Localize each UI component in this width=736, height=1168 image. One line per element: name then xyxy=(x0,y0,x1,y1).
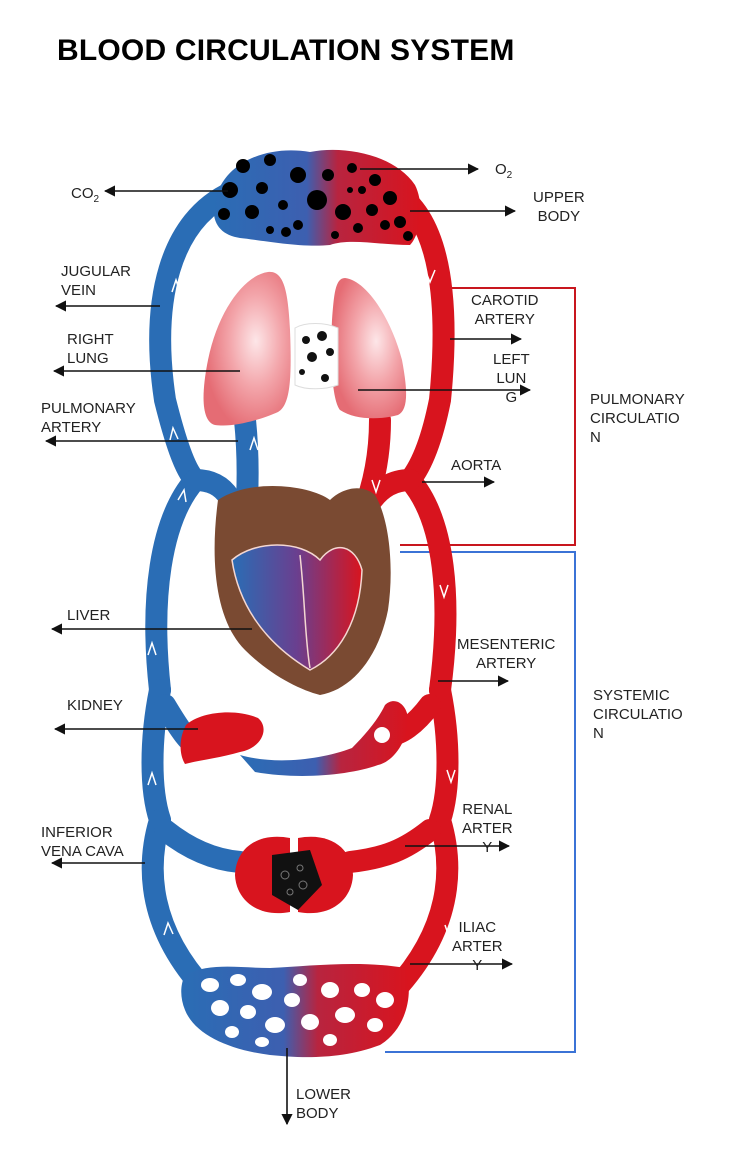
label-kidney: KIDNEY xyxy=(67,697,123,714)
heart-chambers xyxy=(231,544,363,671)
page-title: BLOOD CIRCULATION SYSTEM xyxy=(57,34,515,67)
pulmonary-bracket xyxy=(400,287,576,546)
label-mesenteric-artery: MESENTERIC ARTERY xyxy=(457,636,556,672)
label-lower-body: LOWER BODY xyxy=(296,1086,352,1122)
label-left-lung: LEFT LUN G xyxy=(493,351,530,406)
lower-capillary-holes xyxy=(201,974,394,1047)
label-right-lung: RIGHT LUNG xyxy=(67,331,114,367)
flow-arrows xyxy=(147,269,465,940)
kidneys xyxy=(235,836,353,914)
label-co2: CO2 xyxy=(71,185,100,205)
label-jugular-vein: JUGULAR VEIN xyxy=(61,263,132,299)
label-pulmonary-artery: PULMONARY ARTERY xyxy=(41,400,136,436)
label-iliac-artery: ILIAC ARTER Y xyxy=(452,919,503,974)
label-pulmonary-circulation: PULMONARY CIRCULATIO N xyxy=(590,391,685,446)
label-o2: O2 xyxy=(495,161,513,181)
mesenteric-organ xyxy=(240,701,409,776)
left-lung-shape xyxy=(331,278,407,419)
label-liver: LIVER xyxy=(67,607,111,624)
artery-vessels xyxy=(339,181,459,1001)
pointer-lines xyxy=(44,163,532,1126)
systemic-bracket xyxy=(385,551,576,1053)
label-inferior-vena-cava: INFERIOR VENA CAVA xyxy=(41,824,124,860)
upper-capillary-holes-red xyxy=(331,163,413,241)
label-carotid-artery: CAROTID ARTERY xyxy=(471,292,539,328)
right-lung-shape xyxy=(203,271,291,426)
label-aorta: AORTA xyxy=(451,457,502,474)
label-co2-subscript: 2 xyxy=(93,194,100,205)
upper-capillary-holes xyxy=(218,154,351,237)
label-o2-subscript: 2 xyxy=(506,170,513,181)
liver-shape xyxy=(180,712,264,764)
label-renal-artery: RENAL ARTER Y xyxy=(462,801,513,856)
label-upper-body: UPPER BODY xyxy=(533,189,585,225)
label-systemic-circulation: SYSTEMIC CIRCULATIO N xyxy=(593,687,683,742)
